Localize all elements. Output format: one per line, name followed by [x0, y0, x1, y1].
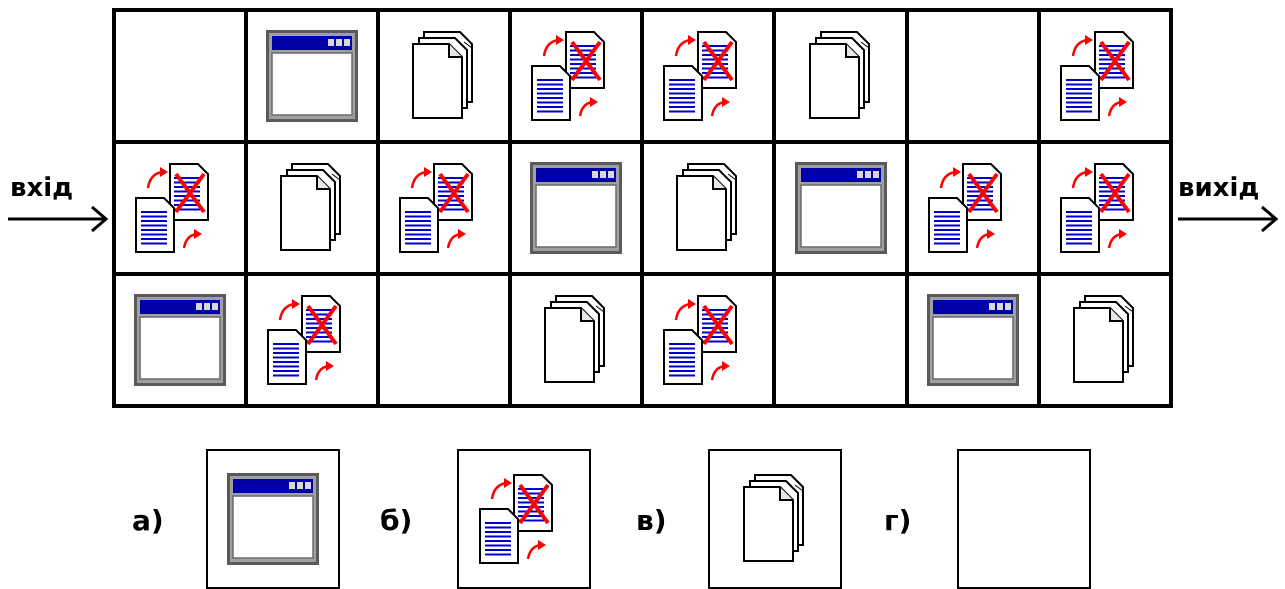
option-b-label: б) [380, 504, 413, 537]
replace-doc-icon [528, 28, 624, 124]
option-a-box[interactable] [206, 449, 340, 589]
documents-icon [540, 294, 612, 386]
replace-doc-icon [264, 292, 360, 388]
grid-cell[interactable] [1040, 12, 1173, 144]
grid-cell[interactable] [908, 144, 1041, 276]
documents-icon [672, 162, 744, 254]
grid-cell[interactable] [776, 276, 909, 408]
grid-cell[interactable] [1040, 276, 1173, 408]
input-label: вхід [10, 173, 74, 203]
grid-row [116, 276, 1173, 408]
grid-row [116, 144, 1173, 276]
documents-icon [276, 162, 348, 254]
grid-cell[interactable] [776, 144, 909, 276]
grid-cell[interactable] [248, 144, 381, 276]
replace-doc-icon [396, 160, 492, 256]
replace-doc-icon [476, 471, 572, 567]
grid-cell[interactable] [512, 144, 645, 276]
option-a-label: а) [132, 504, 164, 537]
grid-cell[interactable] [644, 276, 777, 408]
grid-cell[interactable] [380, 144, 513, 276]
window-icon [793, 160, 889, 256]
documents-icon [1069, 294, 1141, 386]
input-arrow [8, 205, 109, 233]
window-icon [528, 160, 624, 256]
output-arrow [1178, 205, 1279, 233]
grid-cell[interactable] [380, 276, 513, 408]
grid-cell[interactable] [644, 12, 777, 144]
replace-doc-icon [660, 292, 756, 388]
window-icon [925, 292, 1021, 388]
grid-cell[interactable] [248, 276, 381, 408]
grid-cell[interactable] [908, 12, 1041, 144]
grid-cell[interactable] [908, 276, 1041, 408]
option-b-box[interactable] [457, 449, 591, 589]
window-icon [264, 28, 360, 124]
grid-cell[interactable] [512, 12, 645, 144]
option-c-label: в) [636, 504, 667, 537]
option-d-box[interactable] [957, 449, 1091, 589]
documents-icon [739, 473, 811, 565]
grid-cell[interactable] [116, 144, 249, 276]
replace-doc-icon [1057, 160, 1153, 256]
documents-icon [408, 30, 480, 122]
grid-cell[interactable] [644, 144, 777, 276]
window-icon [132, 292, 228, 388]
option-c-box[interactable] [708, 449, 842, 589]
window-icon [225, 471, 321, 567]
grid-cell[interactable] [116, 276, 249, 408]
replace-doc-icon [660, 28, 756, 124]
output-label: вихід [1178, 173, 1260, 203]
puzzle-grid [112, 8, 1173, 408]
replace-doc-icon [925, 160, 1021, 256]
replace-doc-icon [1057, 28, 1153, 124]
grid-cell[interactable] [776, 12, 909, 144]
grid-row [116, 12, 1173, 144]
grid-cell[interactable] [512, 276, 645, 408]
grid-cell[interactable] [248, 12, 381, 144]
replace-doc-icon [132, 160, 228, 256]
grid-cell[interactable] [380, 12, 513, 144]
grid-cell[interactable] [116, 12, 249, 144]
documents-icon [805, 30, 877, 122]
grid-cell[interactable] [1040, 144, 1173, 276]
option-d-label: г) [884, 504, 912, 537]
